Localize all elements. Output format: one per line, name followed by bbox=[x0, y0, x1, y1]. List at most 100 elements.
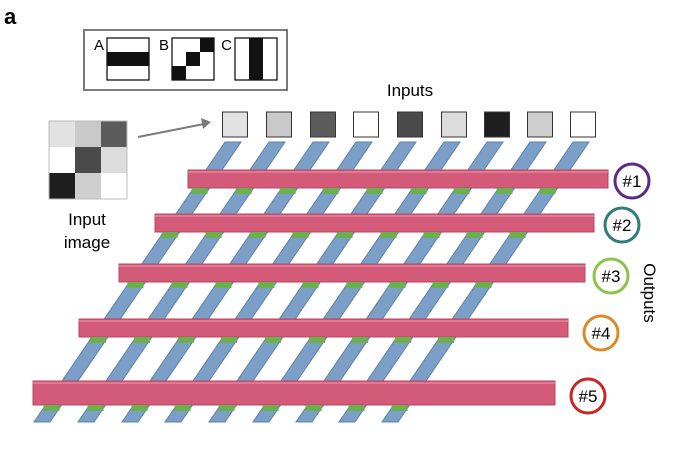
junction bbox=[496, 188, 513, 194]
input-square bbox=[266, 111, 292, 138]
input-image: Input image bbox=[48, 120, 128, 252]
pattern-cell bbox=[121, 52, 135, 66]
junction bbox=[258, 282, 275, 288]
junction bbox=[235, 188, 252, 194]
junction bbox=[346, 282, 363, 288]
row-wire-4 bbox=[78, 318, 569, 343]
junction bbox=[161, 232, 178, 238]
junction bbox=[308, 337, 325, 343]
input-square bbox=[222, 111, 248, 138]
input-square bbox=[441, 111, 467, 138]
input-image-pixel bbox=[101, 147, 127, 173]
pattern-cell bbox=[249, 52, 263, 66]
output-5: #5 bbox=[569, 377, 607, 415]
pattern-letter: C bbox=[221, 37, 232, 54]
output-label: #1 bbox=[623, 172, 642, 191]
junction bbox=[389, 282, 406, 288]
junction bbox=[220, 337, 237, 343]
row-wire-body bbox=[187, 169, 609, 189]
junction bbox=[302, 282, 319, 288]
input-square bbox=[484, 111, 510, 138]
pattern-c: C bbox=[221, 37, 278, 81]
junction bbox=[292, 232, 309, 238]
pattern-b: B bbox=[159, 37, 215, 81]
junction bbox=[89, 337, 106, 343]
junction bbox=[87, 405, 104, 411]
junction bbox=[43, 405, 60, 411]
pattern-cell bbox=[107, 52, 121, 66]
junction bbox=[475, 282, 492, 288]
junction bbox=[174, 405, 191, 411]
pattern-cell bbox=[249, 38, 263, 52]
input-image-pixel bbox=[75, 173, 101, 199]
junction bbox=[391, 405, 408, 411]
junction bbox=[348, 405, 365, 411]
junction bbox=[127, 282, 144, 288]
junction bbox=[279, 188, 296, 194]
row-wire-2 bbox=[154, 213, 595, 238]
output-ring bbox=[582, 314, 620, 352]
pattern-cell bbox=[249, 66, 263, 80]
row-wire-5 bbox=[32, 380, 556, 411]
arrow-icon bbox=[137, 118, 211, 138]
input-image-pixel bbox=[101, 121, 127, 147]
junction bbox=[262, 405, 279, 411]
input-image-frame bbox=[48, 120, 128, 200]
output-1: #1 bbox=[613, 162, 651, 200]
input-squares bbox=[222, 111, 596, 138]
row-wire-body bbox=[154, 213, 595, 233]
input-image-pixel bbox=[49, 121, 75, 147]
junction bbox=[453, 188, 470, 194]
output-ring bbox=[613, 162, 651, 200]
pattern-cell bbox=[186, 52, 200, 66]
junction bbox=[437, 337, 454, 343]
input-square bbox=[527, 111, 553, 138]
junction bbox=[394, 337, 411, 343]
junction bbox=[133, 337, 150, 343]
junction bbox=[177, 337, 194, 343]
pattern-cell bbox=[200, 38, 214, 52]
row-wire-1 bbox=[187, 169, 609, 194]
input-image-label-line1: Input bbox=[68, 210, 106, 229]
inputs-title: Inputs bbox=[387, 81, 433, 100]
junction bbox=[539, 188, 556, 194]
pattern-letter: B bbox=[159, 37, 169, 54]
crossbar-array bbox=[32, 141, 609, 423]
pattern-a: A bbox=[94, 37, 150, 81]
junction bbox=[171, 282, 188, 288]
junction bbox=[351, 337, 368, 343]
input-square bbox=[570, 111, 596, 138]
pattern-cell bbox=[172, 66, 186, 80]
output-label: #3 bbox=[602, 267, 621, 286]
input-image-pixel bbox=[75, 147, 101, 173]
junction bbox=[191, 188, 208, 194]
junction bbox=[380, 232, 397, 238]
junction bbox=[218, 405, 235, 411]
output-2: #2 bbox=[603, 206, 641, 244]
junction bbox=[264, 337, 281, 343]
input-square bbox=[310, 111, 336, 138]
junction bbox=[205, 232, 222, 238]
input-square bbox=[397, 111, 423, 138]
junction bbox=[509, 232, 526, 238]
input-image-pixel bbox=[49, 173, 75, 199]
junction bbox=[131, 405, 148, 411]
output-ring bbox=[569, 377, 607, 415]
row-wires bbox=[32, 169, 609, 411]
input-image-pixel bbox=[49, 147, 75, 173]
output-3: #3 bbox=[592, 257, 630, 295]
junction bbox=[305, 405, 322, 411]
input-square bbox=[353, 111, 379, 138]
junction bbox=[366, 188, 383, 194]
output-label: #4 bbox=[592, 324, 611, 343]
input-image-grid bbox=[48, 120, 128, 200]
row-wire-body bbox=[32, 380, 556, 406]
output-ring bbox=[603, 206, 641, 244]
junction bbox=[215, 282, 232, 288]
outputs-title: Outputs bbox=[640, 263, 659, 323]
junction bbox=[432, 282, 449, 288]
output-circles: #1 #2 #3 #4 #5 bbox=[569, 162, 651, 415]
